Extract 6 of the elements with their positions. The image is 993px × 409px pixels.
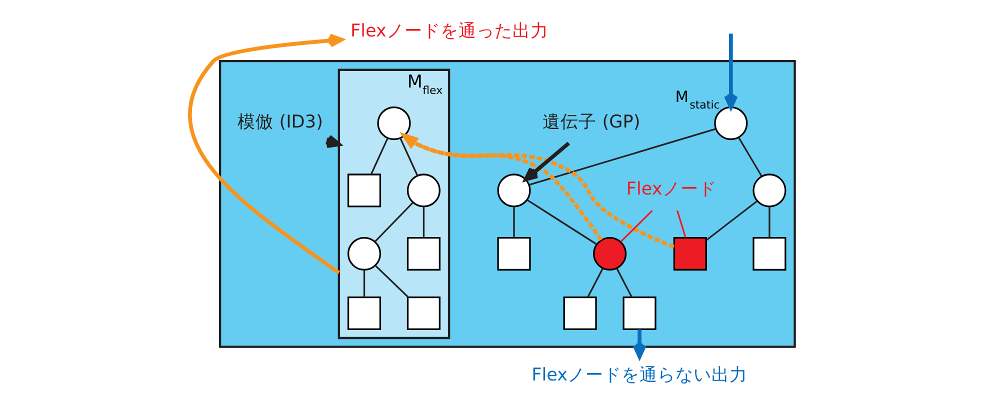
node-text: 遺伝子 (GP) xyxy=(542,112,640,132)
node-label: M$_{static}$ xyxy=(675,88,720,112)
node-text: Flexノードを通らない出力 xyxy=(532,366,748,386)
node-text: Flexノードを通った出力 xyxy=(350,22,548,42)
node-text: 模倣 (ID3) xyxy=(238,112,323,132)
node-text: Flexノード xyxy=(626,180,716,200)
